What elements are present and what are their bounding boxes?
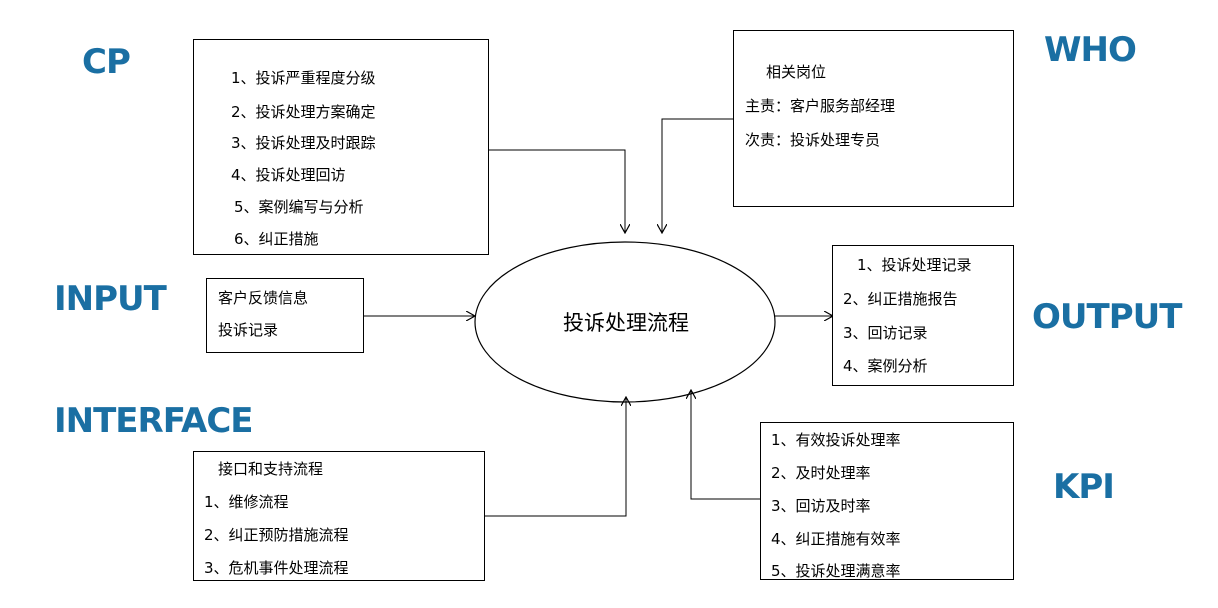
- cp-item: 1、投诉严重程度分级: [231, 69, 376, 87]
- output-item: 4、案例分析: [843, 357, 928, 375]
- output-item: 1、投诉处理记录: [857, 256, 972, 274]
- who-item: 次责：投诉处理专员: [745, 131, 881, 149]
- input-item: 客户反馈信息: [218, 289, 309, 307]
- input-box: 客户反馈信息 投诉记录: [206, 278, 364, 353]
- kpi-item: 5、投诉处理满意率: [771, 562, 901, 580]
- interface-heading: 接口和支持流程: [218, 460, 324, 478]
- output-item: 3、回访记录: [843, 324, 928, 342]
- kpi-box: 1、有效投诉处理率 2、及时处理率 3、回访及时率 4、纠正措施有效率 5、投诉…: [760, 422, 1014, 580]
- cp-item: 2、投诉处理方案确定: [231, 103, 376, 121]
- input-item: 投诉记录: [218, 321, 279, 339]
- interface-item: 2、纠正预防措施流程: [204, 526, 349, 544]
- output-label: OUTPUT: [1032, 297, 1182, 337]
- interface-connector: [485, 398, 626, 517]
- interface-item: 3、危机事件处理流程: [204, 559, 349, 577]
- kpi-item: 4、纠正措施有效率: [771, 530, 901, 548]
- output-item: 2、纠正措施报告: [843, 290, 958, 308]
- cp-connector: [489, 149, 625, 232]
- who-heading: 相关岗位: [766, 63, 827, 81]
- interface-label: INTERFACE: [54, 401, 254, 441]
- cp-box: 1、投诉严重程度分级 2、投诉处理方案确定 3、投诉处理及时跟踪 4、投诉处理回…: [193, 39, 489, 255]
- cp-label: CP: [82, 42, 131, 82]
- cp-item: 4、投诉处理回访: [231, 166, 346, 184]
- cp-item: 6、纠正措施: [234, 230, 319, 248]
- cp-item: 5、案例编写与分析: [234, 198, 364, 216]
- kpi-connector: [691, 391, 760, 500]
- kpi-label: KPI: [1053, 467, 1115, 507]
- who-label: WHO: [1044, 30, 1137, 70]
- interface-box: 接口和支持流程 1、维修流程 2、纠正预防措施流程 3、危机事件处理流程: [193, 451, 485, 581]
- kpi-item: 3、回访及时率: [771, 497, 871, 515]
- kpi-item: 1、有效投诉处理率: [771, 431, 901, 449]
- process-title: 投诉处理流程: [563, 311, 689, 335]
- cp-item: 3、投诉处理及时跟踪: [231, 134, 376, 152]
- output-box: 1、投诉处理记录 2、纠正措施报告 3、回访记录 4、案例分析: [832, 245, 1014, 386]
- kpi-item: 2、及时处理率: [771, 464, 871, 482]
- who-connector: [662, 118, 733, 232]
- input-label: INPUT: [54, 279, 167, 319]
- interface-item: 1、维修流程: [204, 493, 289, 511]
- who-item: 主责：客户服务部经理: [745, 97, 896, 115]
- who-box: 相关岗位 主责：客户服务部经理 次责：投诉处理专员: [733, 30, 1014, 207]
